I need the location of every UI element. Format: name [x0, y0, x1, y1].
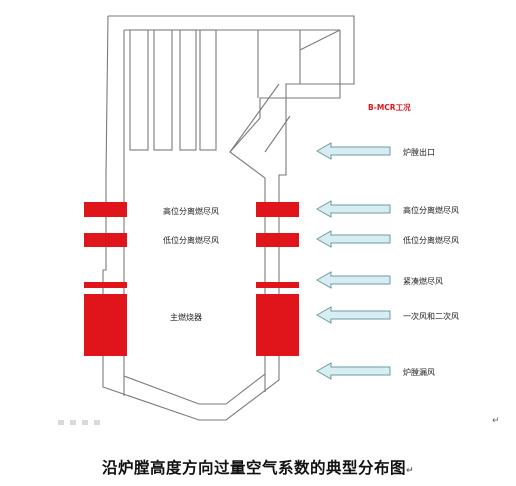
lower-ofa-furnace-label: 低位分离燃尽风 — [163, 235, 219, 245]
platen-superheater-2 — [153, 29, 173, 151]
arrow-primary-secondary-air — [315, 306, 391, 324]
arrow-upper-ofa — [315, 200, 391, 218]
toolbar-mark-2 — [70, 420, 76, 425]
label-lower-ofa: 低位分离燃尽风 — [403, 235, 459, 245]
air-inflow-arrows — [315, 142, 391, 380]
figure-caption: 沿炉膛高度方向过量空气系数的典型分布图↵ — [0, 456, 516, 478]
platen-superheater-3 — [179, 29, 197, 151]
left-lower-ofa-port — [84, 233, 127, 247]
furnace-inner-wall — [123, 30, 341, 405]
pass-line-3 — [299, 29, 341, 51]
label-upper-ofa: 高位分离燃尽风 — [403, 205, 459, 215]
air-inflow-labels: 炉膛出口 高位分离燃尽风 低位分离燃尽风 紧凑燃尽风 一次风和二次风 炉膛漏风 — [403, 147, 459, 377]
main-burner-label: 主燃烧器 — [170, 312, 202, 322]
label-primary-secondary-air: 一次风和二次风 — [403, 311, 459, 321]
label-furnace-leakage: 炉膛漏风 — [403, 367, 435, 377]
right-wall-ports — [256, 202, 299, 356]
toolbar-mark-3 — [82, 420, 88, 425]
right-compact-ofa-port — [256, 282, 299, 288]
left-upper-ofa-port — [84, 202, 127, 217]
left-compact-ofa-port — [84, 282, 127, 288]
operating-condition-label: B-MCR工况 — [368, 103, 411, 112]
figure-caption-text: 沿炉膛高度方向过量空气系数的典型分布图 — [101, 458, 406, 477]
arrow-lower-ofa — [315, 230, 391, 248]
platen-superheater-1 — [129, 29, 149, 151]
arrow-furnace-leakage — [315, 362, 391, 380]
furnace-outline — [102, 15, 355, 421]
label-furnace-outlet: 炉膛出口 — [403, 147, 435, 157]
nose-line-1 — [229, 83, 280, 153]
paragraph-mark-caption: ↵ — [405, 466, 415, 476]
paragraph-mark-top: ↵ — [492, 416, 500, 426]
toolbar-mark-4 — [94, 420, 100, 425]
furnace-outer-wall — [102, 15, 355, 421]
left-wall-ports — [84, 202, 127, 356]
right-main-burner — [256, 294, 299, 356]
upper-ofa-furnace-label: 高位分离燃尽风 — [163, 206, 219, 216]
toolbar-mark-1 — [58, 420, 64, 425]
image-toolbar-marks — [58, 420, 100, 425]
right-lower-ofa-port — [256, 233, 299, 247]
arrow-furnace-outlet — [315, 142, 391, 160]
nose-line-2 — [264, 115, 291, 153]
arrow-compact-ofa — [315, 271, 391, 289]
label-compact-ofa: 紧凑燃尽风 — [403, 276, 443, 286]
right-upper-ofa-port — [256, 202, 299, 217]
left-main-burner — [84, 294, 127, 356]
platen-superheater-4 — [199, 29, 217, 151]
